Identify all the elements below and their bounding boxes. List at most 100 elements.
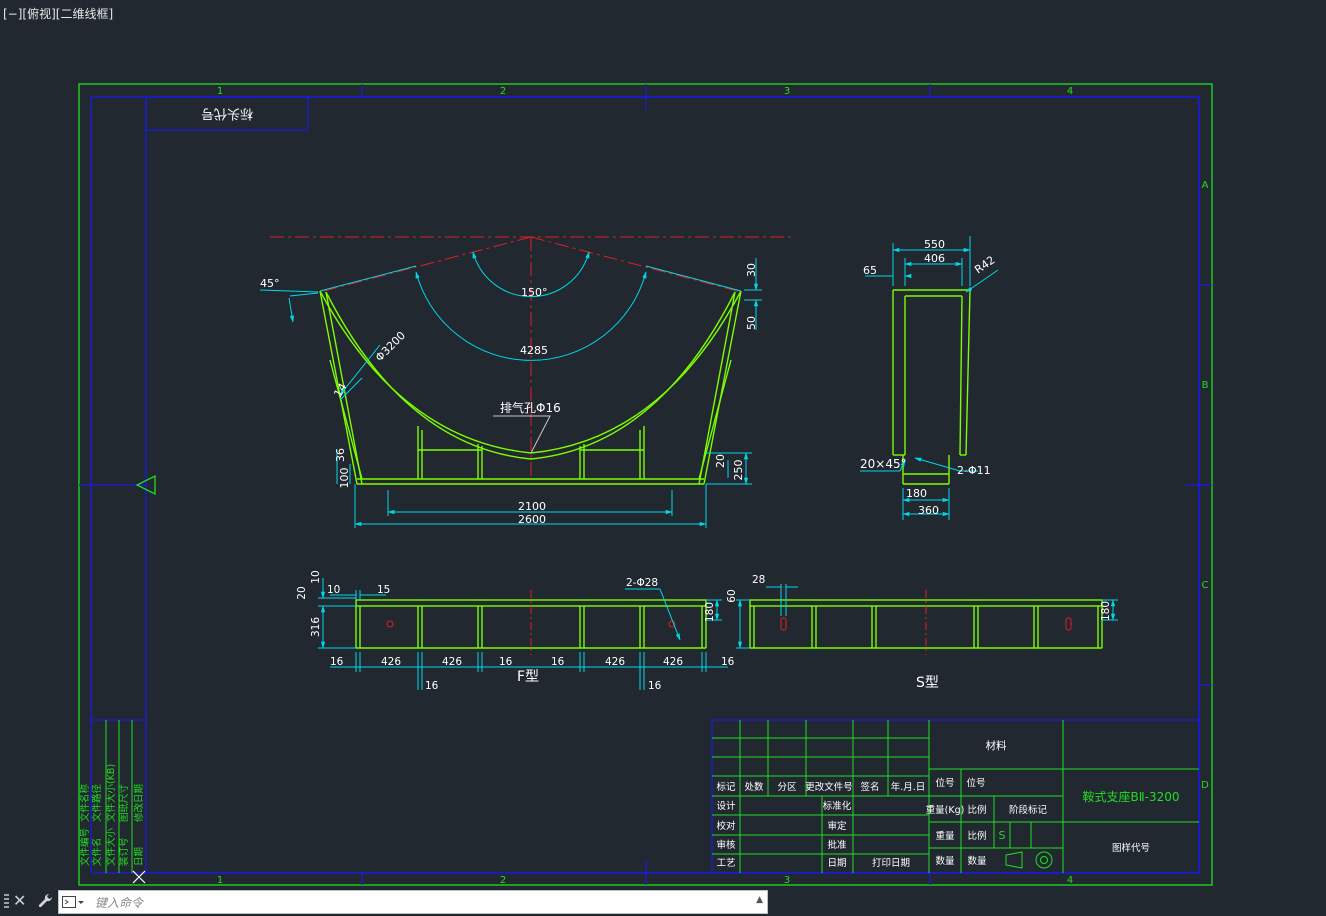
dim-100: 100 — [338, 468, 351, 489]
zone-num-bottom: 2 — [500, 875, 506, 886]
history-arrow-icon[interactable]: ▲ — [756, 895, 763, 905]
s-dim-28: 28 — [752, 574, 765, 586]
side-strip: 文件编号 文件名称 文件名 文件路径 文件大小 文件大小(KB) 装订号 图纸尺… — [79, 719, 146, 884]
tb-role: 审核 — [716, 839, 736, 851]
tb-print-date: 打印日期 — [872, 857, 910, 869]
f-dim-b: 16 — [330, 656, 344, 668]
dim-chamfer: 20×45° — [860, 457, 907, 471]
f-dim-holes: 2-Φ28 — [626, 577, 658, 589]
s-dim-180: 180 — [1100, 601, 1112, 621]
tb-drawing-no: 图样代号 — [1112, 842, 1150, 854]
projection-symbol — [1005, 851, 1053, 869]
drawing-code-box — [145, 96, 309, 131]
zone-letter: D — [1201, 780, 1209, 791]
tb-rev: 处数 — [744, 781, 764, 793]
wrench-icon[interactable] — [36, 892, 54, 910]
tb-material: 材料 — [986, 739, 1007, 752]
tb-role: 批准 — [827, 839, 847, 851]
dim-30: 30 — [745, 263, 758, 277]
zone-num-top: 3 — [784, 86, 790, 97]
strip-text: 文件名称 — [79, 783, 91, 822]
zone-letter: C — [1202, 580, 1209, 591]
zone-num-bottom: 4 — [1067, 875, 1073, 886]
command-prompt-icon[interactable] — [62, 896, 84, 910]
dim-360: 360 — [918, 504, 939, 517]
f-dim-u: 16 — [425, 680, 439, 692]
f-dim-10: 10 — [327, 584, 340, 596]
f-dim-15: 15 — [377, 584, 390, 596]
f-dim-b: 16 — [551, 656, 565, 668]
s-type-view: 28 60 180 S型 — [726, 574, 1118, 691]
dim-180: 180 — [906, 487, 927, 500]
tb-rev: 分区 — [777, 782, 797, 793]
dim-2600: 2600 — [518, 513, 546, 526]
tb-position-label: 位号 — [935, 777, 954, 789]
dim-20: 20 — [714, 454, 727, 468]
dim-250: 250 — [732, 460, 745, 481]
dim-45: 45° — [260, 277, 280, 290]
tb-position-value: 位号 — [966, 777, 985, 789]
front-view: 45° 150° 4285 Φ3200 14 排气孔Φ16 2100 2600 … — [259, 236, 792, 528]
tb-rev: 年.月.日 — [891, 781, 926, 793]
drawing-canvas[interactable]: 1 2 3 4 1 2 3 4 A B C D 标头代号 文件编号 文件名称 文… — [0, 0, 1326, 888]
grip-handle[interactable] — [4, 894, 9, 910]
tb-rev: 更改文件号 — [805, 781, 853, 793]
dim-65: 65 — [863, 264, 877, 277]
centering-triangle — [135, 474, 156, 496]
tb-scale-s: S — [999, 829, 1006, 842]
tb-scale: 比例 — [967, 804, 986, 816]
f-dim-b: 426 — [663, 656, 683, 668]
command-line-bar: ✕ ▲ — [0, 888, 1326, 916]
zone-letter: B — [1202, 380, 1209, 391]
command-input[interactable] — [93, 893, 737, 913]
tb-rev: 签名 — [860, 781, 879, 793]
tb-weight2: 重量 — [935, 830, 955, 842]
zone-num-bottom: 3 — [784, 875, 790, 886]
dim-50: 50 — [745, 316, 758, 330]
tb-role: 日期 — [827, 858, 846, 869]
f-dim-b: 426 — [605, 656, 625, 668]
ucs-icon — [132, 870, 146, 884]
s-dim-60: 60 — [726, 589, 738, 602]
dim-406: 406 — [924, 252, 945, 265]
strip-text: 图纸尺寸 — [118, 783, 130, 822]
f-type-view: 10 20 316 10 15 2-Φ28 180 16 426 426 16 … — [296, 570, 735, 692]
dim-550: 550 — [924, 238, 945, 251]
title-block: 材料 鞍式支座BⅡ-3200 图样代号 标记 处数 分区 更改文件号 签名 年.… — [711, 719, 1200, 874]
f-dim-b: 16 — [499, 656, 513, 668]
drawing-code-text: 标头代号 — [201, 106, 253, 121]
tb-role: 校对 — [716, 820, 736, 832]
inner-frame — [90, 96, 1200, 874]
strip-text: 日期 — [134, 847, 145, 866]
dim-36: 36 — [334, 448, 347, 462]
dim-4285: 4285 — [520, 344, 548, 357]
vent-hole-label: 排气孔Φ16 — [500, 400, 561, 415]
drawing-border — [145, 96, 1200, 874]
f-dim-b: 426 — [442, 656, 462, 668]
dim-150: 150° — [521, 286, 548, 299]
command-input-box[interactable]: ▲ — [58, 890, 768, 914]
f-dim-b: 16 — [721, 656, 735, 668]
tb-role: 工艺 — [716, 858, 735, 869]
strip-text: 修改日期 — [133, 784, 145, 822]
close-icon[interactable]: ✕ — [13, 891, 27, 910]
f-dim-10-top: 10 — [310, 570, 322, 583]
zone-num-top: 4 — [1067, 86, 1073, 97]
strip-text: 文件大小 — [105, 827, 117, 866]
strip-text: 文件名 — [91, 837, 103, 866]
tb-qty-label: 数量 — [935, 855, 955, 867]
strip-text: 装订号 — [118, 837, 130, 866]
tb-qty-value: 数量 — [967, 855, 987, 867]
zone-num-top: 2 — [500, 86, 506, 97]
tb-stage: 阶段标记 — [1009, 804, 1048, 816]
tb-role: 标准化 — [823, 800, 852, 812]
viewport-label[interactable]: [−][俯视][二维线框] — [3, 7, 114, 21]
zone-letter: A — [1202, 180, 1209, 191]
f-dim-u: 16 — [648, 680, 662, 692]
tb-rev: 标记 — [716, 781, 736, 793]
f-dim-316: 316 — [310, 617, 322, 637]
dim-holes: 2-Φ11 — [957, 464, 991, 477]
zone-ticks — [79, 84, 1212, 885]
tb-scale2: 比例 — [967, 830, 986, 842]
s-type-label: S型 — [916, 675, 939, 691]
